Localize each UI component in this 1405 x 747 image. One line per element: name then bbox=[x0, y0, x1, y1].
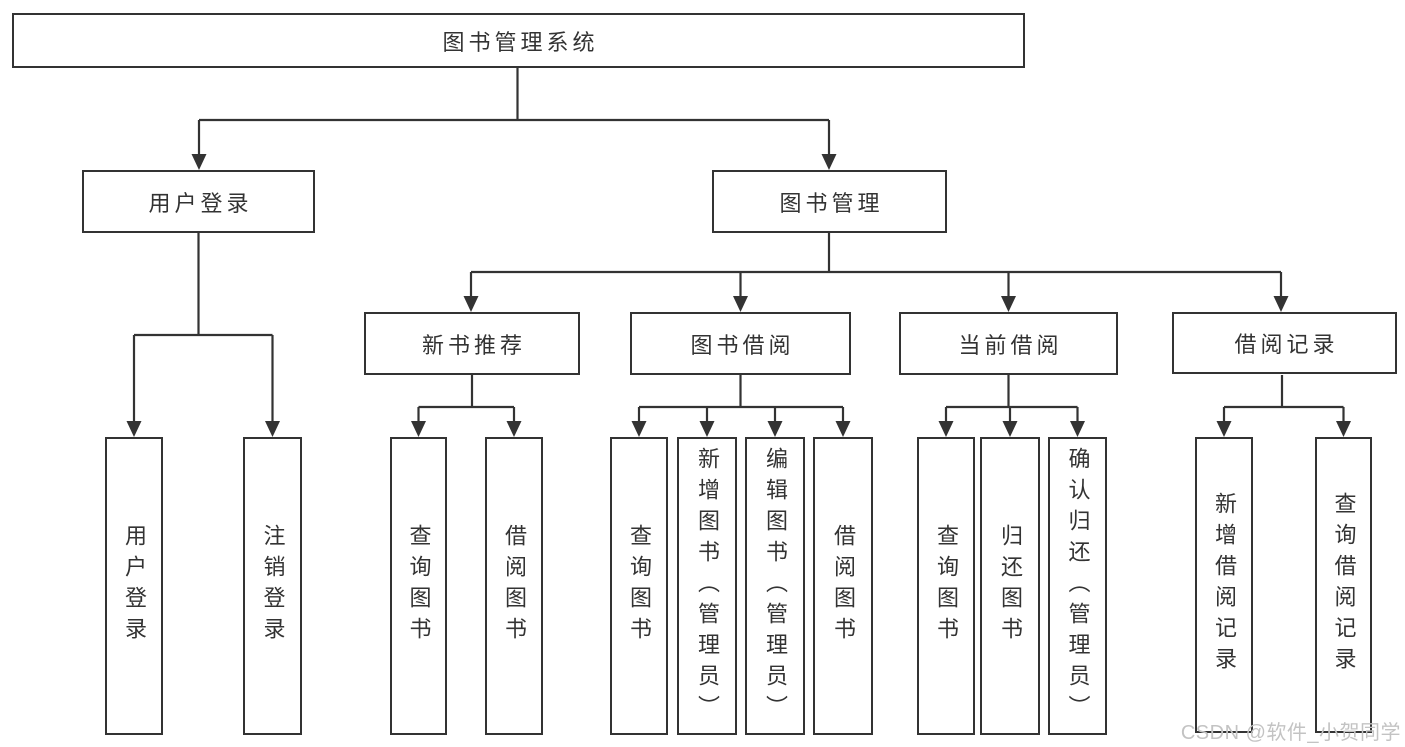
leaf-add-books-admin: 新增图书（管理员） bbox=[677, 437, 737, 735]
node-label: 图书管理 bbox=[779, 190, 884, 216]
leaf-label: 用户登录 bbox=[122, 524, 147, 648]
node-label: 当前借阅 bbox=[958, 332, 1063, 358]
leaf-add-borrow-record: 新增借阅记录 bbox=[1195, 437, 1253, 733]
node-label: 新书推荐 bbox=[421, 332, 526, 358]
csdn-watermark: CSDN @软件_小贺同学 bbox=[1180, 722, 1401, 744]
leaf-logout: 注销登录 bbox=[243, 437, 302, 735]
leaf-label: 借阅图书 bbox=[831, 524, 856, 648]
node-book-management: 图书管理 bbox=[712, 170, 947, 233]
node-label: 图书管理系统 bbox=[442, 29, 599, 55]
leaf-label: 确认归还（管理员） bbox=[1065, 446, 1091, 726]
node-library-management-system: 图书管理系统 bbox=[12, 13, 1025, 68]
leaf-borrow-books-recommend: 借阅图书 bbox=[485, 437, 543, 735]
leaf-query-books-borrowing: 查询图书 bbox=[610, 437, 668, 735]
node-current-borrowing: 当前借阅 bbox=[899, 312, 1118, 375]
leaf-label: 新增图书（管理员） bbox=[695, 446, 720, 726]
node-label: 借阅记录 bbox=[1234, 332, 1339, 357]
leaf-label: 注销登录 bbox=[260, 524, 286, 648]
leaf-label: 归还图书 bbox=[998, 524, 1023, 648]
node-label: 图书借阅 bbox=[690, 332, 795, 358]
leaf-label: 新增借阅记录 bbox=[1212, 492, 1237, 678]
node-borrowing-records: 借阅记录 bbox=[1172, 312, 1397, 374]
leaf-label: 查询借阅记录 bbox=[1331, 492, 1357, 678]
leaf-query-borrow-record: 查询借阅记录 bbox=[1315, 437, 1372, 733]
leaf-borrow-books-borrowing: 借阅图书 bbox=[813, 437, 873, 735]
leaf-edit-books-admin: 编辑图书（管理员） bbox=[745, 437, 805, 735]
leaf-query-books-recommend: 查询图书 bbox=[390, 437, 447, 735]
leaf-label: 查询图书 bbox=[406, 524, 432, 648]
node-user-login: 用户登录 bbox=[82, 170, 315, 233]
leaf-return-books: 归还图书 bbox=[980, 437, 1040, 735]
leaf-user-login: 用户登录 bbox=[105, 437, 163, 735]
node-book-borrowing: 图书借阅 bbox=[630, 312, 851, 375]
leaf-confirm-return-admin: 确认归还（管理员） bbox=[1048, 437, 1107, 735]
node-new-book-recommendation: 新书推荐 bbox=[364, 312, 580, 375]
leaf-label: 查询图书 bbox=[627, 524, 652, 648]
leaf-query-books-current: 查询图书 bbox=[917, 437, 975, 735]
leaf-label: 查询图书 bbox=[934, 524, 959, 648]
leaf-label: 借阅图书 bbox=[502, 524, 527, 648]
leaf-label: 编辑图书（管理员） bbox=[763, 446, 788, 726]
node-label: 用户登录 bbox=[148, 190, 253, 216]
